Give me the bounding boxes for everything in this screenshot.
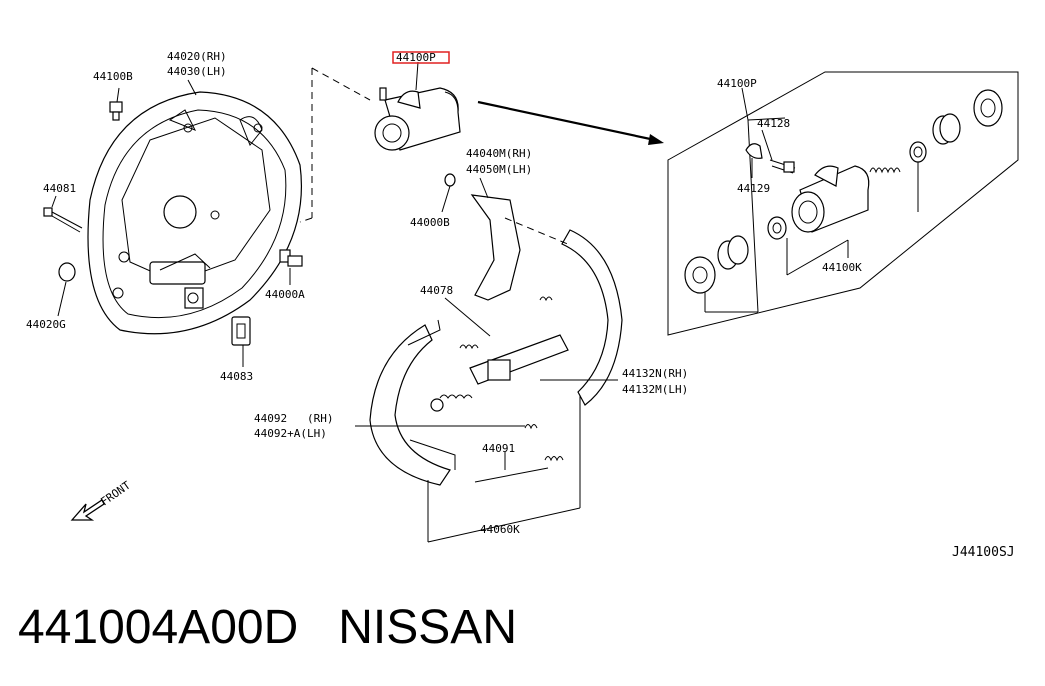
spring-44078-icon <box>459 296 553 350</box>
label-44060K: 44060K <box>480 523 520 536</box>
label-44132N: 44132N(RH) <box>622 367 688 380</box>
bolt-44081-icon <box>43 207 83 233</box>
seal-left-icon <box>767 216 787 240</box>
bleeder-cap-icon <box>745 143 763 159</box>
label-44132M: 44132M(LH) <box>622 383 688 396</box>
highlight-box <box>392 51 450 64</box>
cup-seal-icon <box>909 141 927 163</box>
label-44040M: 44040M(RH) <box>466 147 532 160</box>
part-number: 441004A00D <box>18 601 299 654</box>
label-44020G: 44020G <box>26 318 66 331</box>
clip-44083-icon <box>231 316 251 346</box>
label-44100P: 44100P <box>717 77 757 90</box>
label-44091: 44091 <box>482 442 515 455</box>
spring-44092-icon <box>524 424 538 430</box>
backing-plate <box>87 91 303 335</box>
bleeder-bolt-icon <box>109 101 123 121</box>
label-44083: 44083 <box>220 370 253 383</box>
label-44092A: 44092+A(LH) <box>254 427 327 440</box>
adjuster-strut-icon <box>430 334 569 412</box>
callout-arrow-icon <box>477 100 664 145</box>
dust-boot-left-icon <box>684 256 716 294</box>
front-arrow-icon <box>70 499 105 521</box>
bolt-44000A-icon <box>279 249 303 267</box>
label-44092: 44092 (RH) <box>254 412 333 425</box>
label-44020: 44020(RH) <box>167 50 227 63</box>
label-44000A: 44000A <box>265 288 305 301</box>
label-44030: 44030(LH) <box>167 65 227 78</box>
label-44081: 44081 <box>43 182 76 195</box>
brake-shoe-icon <box>369 229 623 486</box>
label-reference-code: J44100SJ <box>952 545 1015 560</box>
label-44100K: 44100K <box>822 261 862 274</box>
cylinder-kit-box <box>667 71 1019 336</box>
cylinder-body-icon <box>791 165 870 233</box>
label-front: FRONT <box>98 479 133 509</box>
label-44128: 44128 <box>757 117 790 130</box>
grommet-44020G-icon <box>58 262 76 282</box>
wheel-cylinder-icon <box>374 87 461 151</box>
piston-left-icon <box>717 235 749 270</box>
spring-icon <box>869 167 901 174</box>
spring-44091-icon <box>474 456 564 483</box>
label-44050M: 44050M(LH) <box>466 163 532 176</box>
brand-name: NISSAN <box>338 601 517 654</box>
bleeder-screw-icon <box>769 159 796 174</box>
dust-boot-icon <box>973 89 1003 127</box>
label-44100B: 44100B <box>93 70 133 83</box>
piston-icon <box>932 113 961 145</box>
part-caption: 441004A00D NISSAN <box>18 598 517 658</box>
label-44000B: 44000B <box>410 216 450 229</box>
label-44129: 44129 <box>737 182 770 195</box>
brake-parts-diagram: 44100B 44020(RH) 44030(LH) 44100P 44081 … <box>26 50 1019 560</box>
label-44100P-highlighted: 44100P <box>396 51 436 64</box>
label-44078: 44078 <box>420 284 453 297</box>
adjuster-lever-icon <box>470 194 521 301</box>
washer-44000B-icon <box>444 173 456 187</box>
